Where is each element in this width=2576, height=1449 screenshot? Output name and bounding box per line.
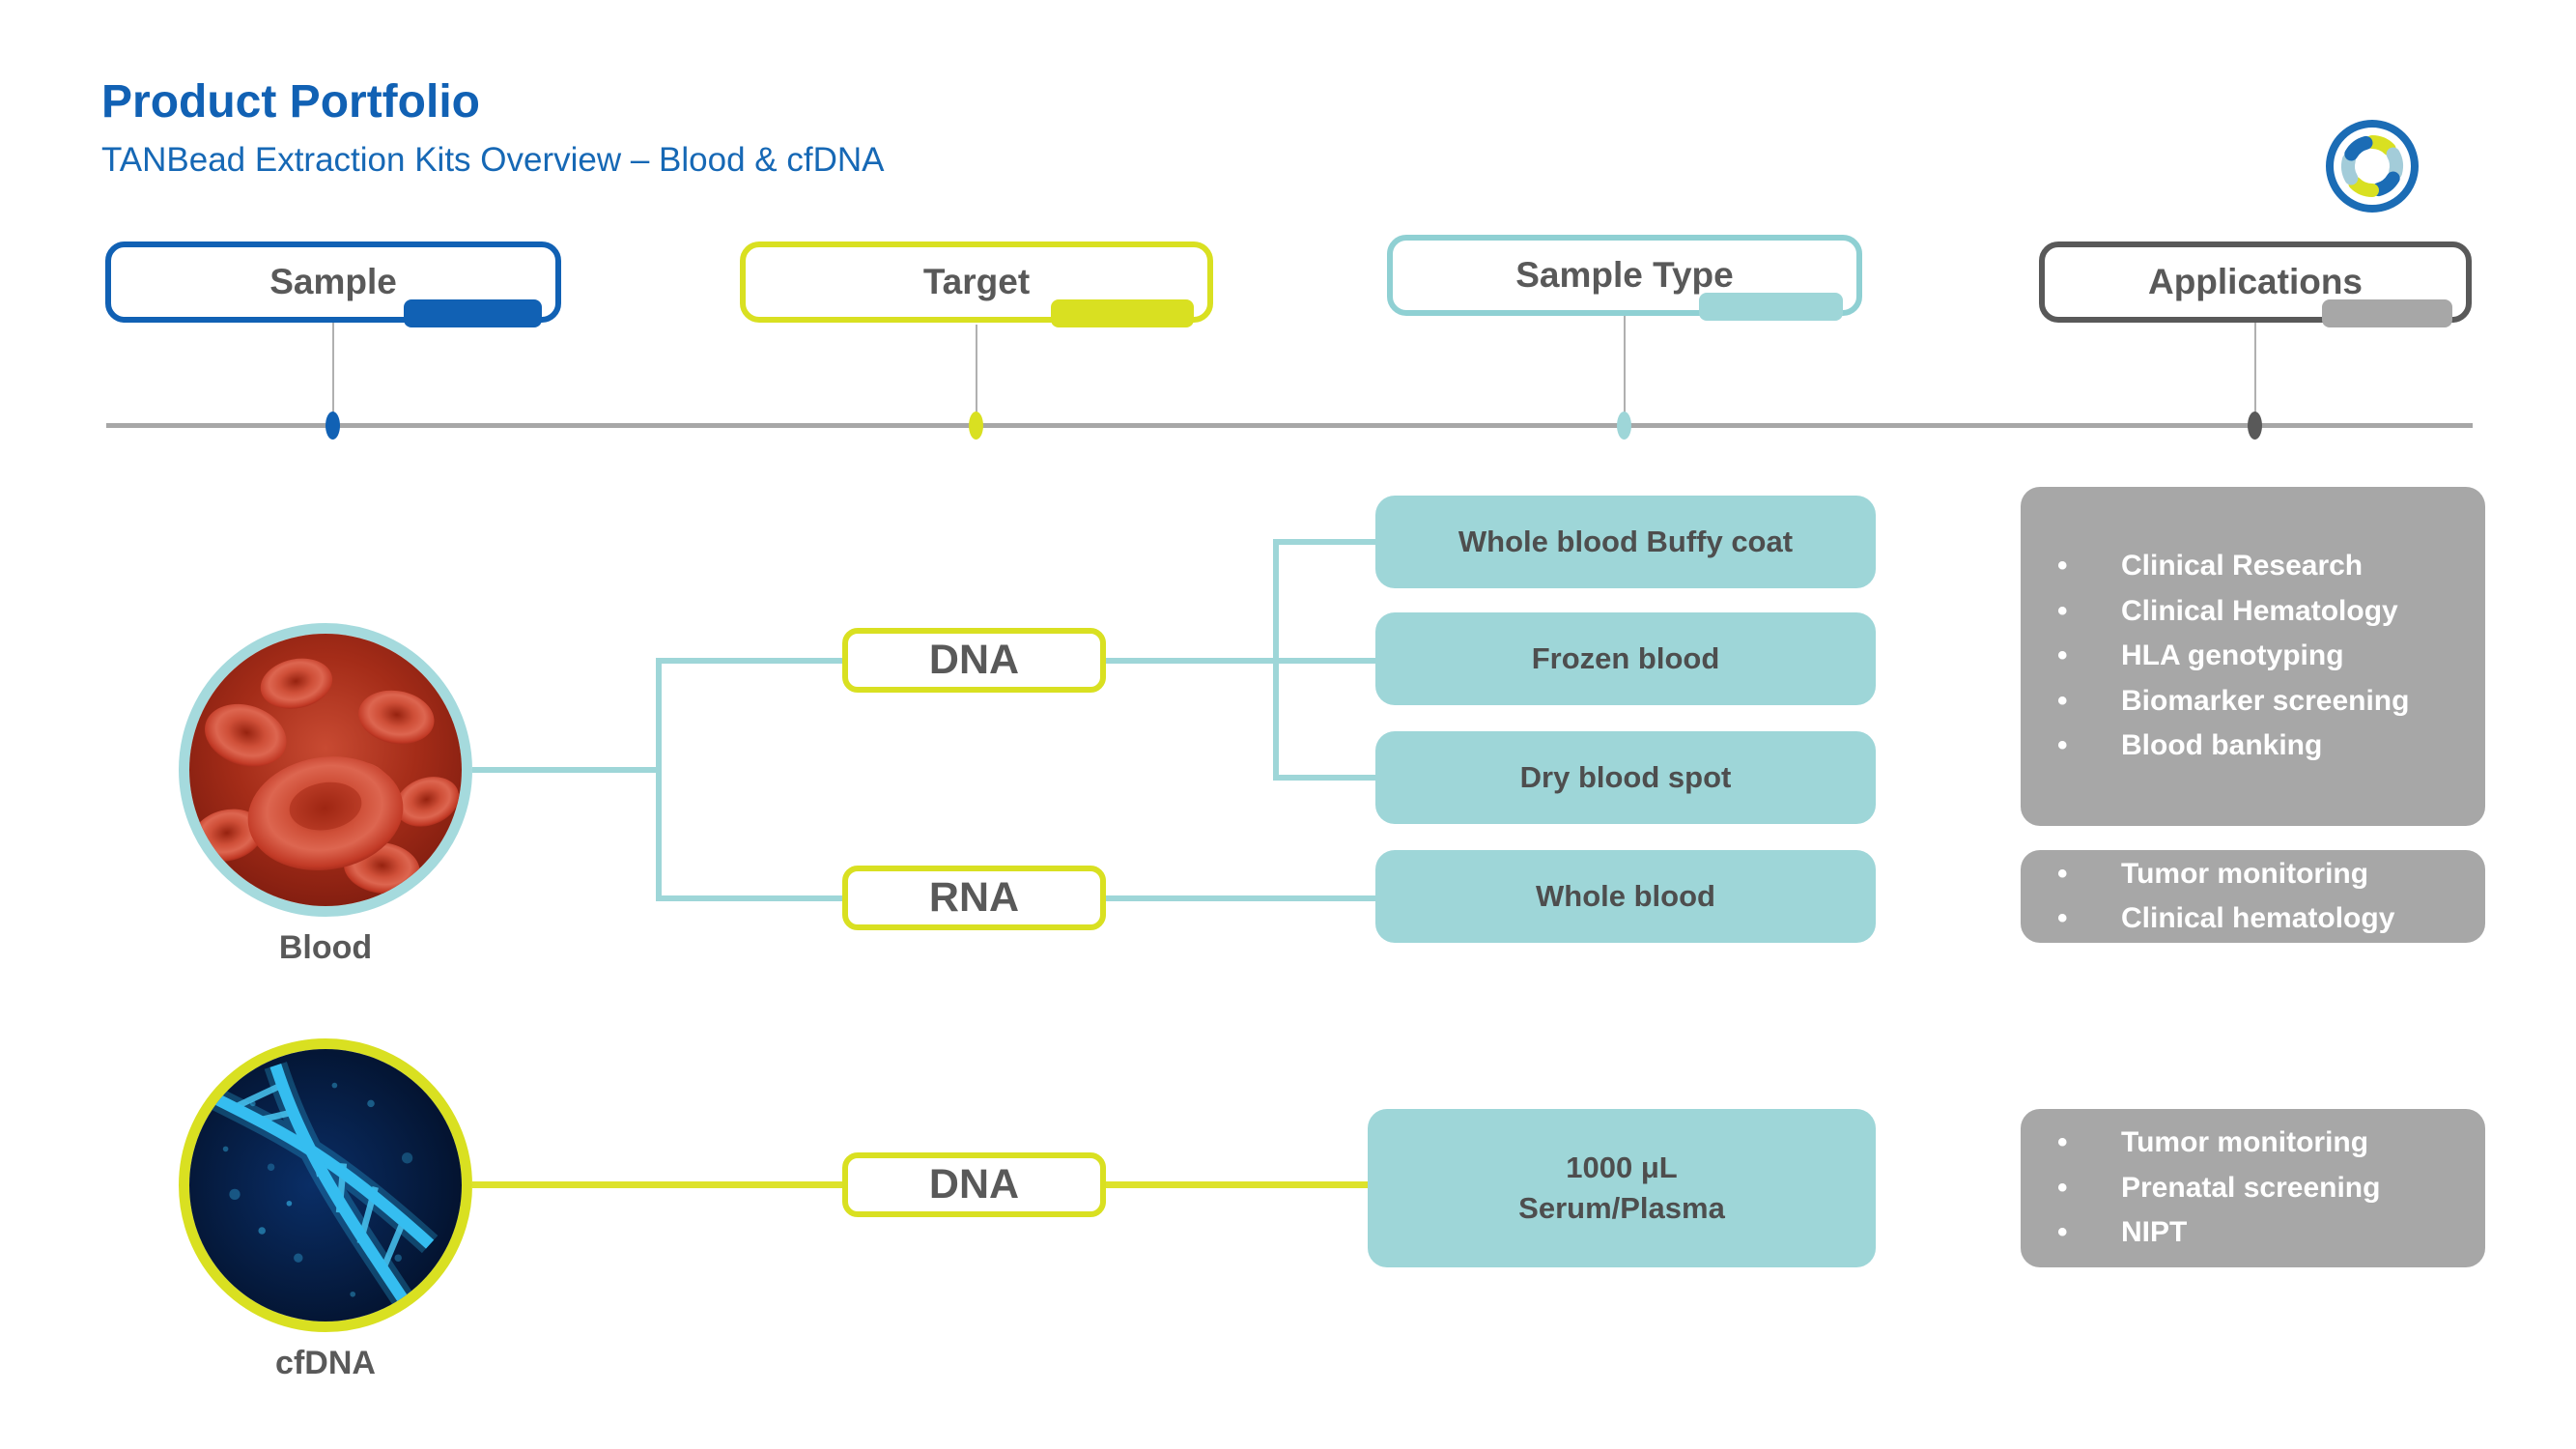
column-header-sample-type: Sample Type (1387, 235, 1862, 321)
cfdna-label: cfDNA (275, 1345, 376, 1381)
page-title: Product Portfolio (101, 76, 480, 128)
column-header-applications-label: Applications (2147, 262, 2364, 301)
application-item-label: HLA genotyping (2121, 639, 2344, 672)
connector-rna-to-whole-blood (1106, 895, 1375, 901)
list-item: • Tumor monitoring (2057, 852, 2466, 897)
bullet-icon: • (2057, 1171, 2068, 1204)
timeline-stub-sample (332, 323, 334, 419)
application-item-label: Clinical hematology (2121, 902, 2395, 934)
application-item-label: Clinical Hematology (2121, 594, 2398, 627)
list-item: • Biomarker screening (2057, 679, 2466, 724)
sample-type-box-frozen-blood: Frozen blood (1375, 612, 1876, 705)
application-item-label: NIPT (2121, 1216, 2188, 1249)
target-box-cfdna-dna-label: DNA (928, 1161, 1020, 1208)
connector-dna-to-frozen-blood (1106, 658, 1375, 664)
connector-sampletype-branch-vertical (1273, 539, 1279, 781)
column-header-target-label: Target (922, 262, 1031, 301)
target-box-blood-dna: DNA (842, 628, 1106, 693)
serum-plasma-line1: 1000 μL (1566, 1151, 1678, 1185)
timeline-stub-target (976, 325, 977, 419)
bullet-icon: • (2057, 857, 2068, 890)
connector-blood-to-branch (472, 767, 656, 773)
connector-branch-to-dry-blood-spot (1273, 775, 1375, 781)
serum-plasma-line2: Serum/Plasma (1518, 1191, 1725, 1225)
sample-type-whole-blood-label: Whole blood (1536, 879, 1715, 914)
sample-type-dry-blood-spot-label: Dry blood spot (1519, 760, 1732, 795)
connector-branch-to-rna (656, 895, 842, 901)
column-header-sample-type-label: Sample Type (1515, 255, 1734, 295)
list-item: • Tumor monitoring (2057, 1121, 2466, 1166)
applications-list-cfdna: • Tumor monitoring • Prenatal screening • N… (2021, 1121, 2485, 1256)
target-box-blood-rna-label: RNA (928, 874, 1020, 921)
page-subtitle: TANBead Extraction Kits Overview – Blood… (101, 141, 885, 179)
list-item: • HLA genotyping (2057, 634, 2466, 679)
timeline-rule (106, 423, 2473, 428)
sample-type-box-serum-plasma: 1000 μL Serum/Plasma (1368, 1109, 1876, 1267)
application-item-label: Blood banking (2121, 729, 2323, 762)
application-item-label: Clinical Research (2121, 550, 2364, 582)
connector-cfdna-dna-to-serum (1106, 1181, 1368, 1188)
target-box-cfdna-dna: DNA (842, 1152, 1106, 1217)
bullet-icon: • (2057, 639, 2068, 672)
sample-type-box-whole-blood: Whole blood (1375, 850, 1876, 943)
dna-helix-photo (179, 1038, 472, 1332)
timeline-stub-applications (2254, 323, 2256, 419)
sample-type-box-buffy-coat: Whole blood Buffy coat (1375, 496, 1876, 588)
sample-type-tab-accent (1699, 293, 1843, 321)
column-header-sample-label: Sample (269, 262, 397, 301)
applications-tab-accent (2321, 299, 2452, 327)
sample-type-frozen-blood-label: Frozen blood (1531, 641, 1720, 676)
timeline-dot-sample-type (1617, 412, 1631, 440)
sample-type-box-dry-blood-spot: Dry blood spot (1375, 731, 1876, 824)
column-header-applications: Applications (2039, 242, 2472, 327)
applications-box-blood-dna: •Clinical Research •Clinical Hematology … (2021, 487, 2485, 826)
timeline-dot-target (969, 412, 983, 440)
connector-cfdna-to-dna (472, 1181, 842, 1188)
bullet-icon: • (2057, 1216, 2068, 1249)
list-item: • Blood banking (2057, 724, 2466, 769)
timeline-dot-applications (2248, 412, 2262, 440)
bullet-icon: • (2057, 684, 2068, 717)
bullet-icon: • (2057, 729, 2068, 762)
application-item-label: Prenatal screening (2121, 1171, 2381, 1204)
application-item-label: Tumor monitoring (2121, 857, 2369, 890)
application-item-label: Tumor monitoring (2121, 1126, 2369, 1159)
applications-list-blood-dna: •Clinical Research •Clinical Hematology … (2021, 544, 2485, 769)
column-header-target: Target (740, 242, 1213, 327)
bullet-icon: • (2057, 550, 2068, 582)
bullet-icon: • (2057, 902, 2068, 934)
connector-blood-branch-vertical (656, 658, 662, 901)
target-box-blood-dna-label: DNA (928, 637, 1020, 683)
list-item: • Clinical hematology (2057, 896, 2466, 942)
aperture-swirl-icon (2322, 116, 2422, 216)
column-header-sample: Sample (105, 242, 561, 327)
blood-photo (179, 623, 472, 917)
bullet-icon: • (2057, 594, 2068, 627)
target-box-blood-rna: RNA (842, 866, 1106, 930)
applications-box-blood-rna: • Tumor monitoring • Clinical hematology (2021, 850, 2485, 943)
sample-type-buffy-coat-label: Whole blood Buffy coat (1458, 525, 1794, 559)
target-tab-accent (1050, 299, 1194, 327)
sample-tab-accent (404, 299, 542, 327)
blood-label: Blood (278, 929, 373, 966)
list-item: • Clinical Research (2057, 544, 2466, 589)
list-item: • NIPT (2057, 1210, 2466, 1256)
applications-list-blood-rna: • Tumor monitoring • Clinical hematology (2021, 852, 2485, 942)
timeline-dot-sample (326, 412, 340, 440)
connector-branch-to-dna (656, 658, 842, 664)
list-item: • Prenatal screening (2057, 1166, 2466, 1211)
connector-branch-to-buffy-coat (1273, 539, 1375, 545)
timeline-stub-sample-type (1624, 316, 1626, 419)
list-item: • Clinical Hematology (2057, 589, 2466, 635)
applications-box-cfdna: • Tumor monitoring • Prenatal screening • N… (2021, 1109, 2485, 1267)
application-item-label: Biomarker screening (2121, 684, 2410, 717)
bullet-icon: • (2057, 1126, 2068, 1159)
